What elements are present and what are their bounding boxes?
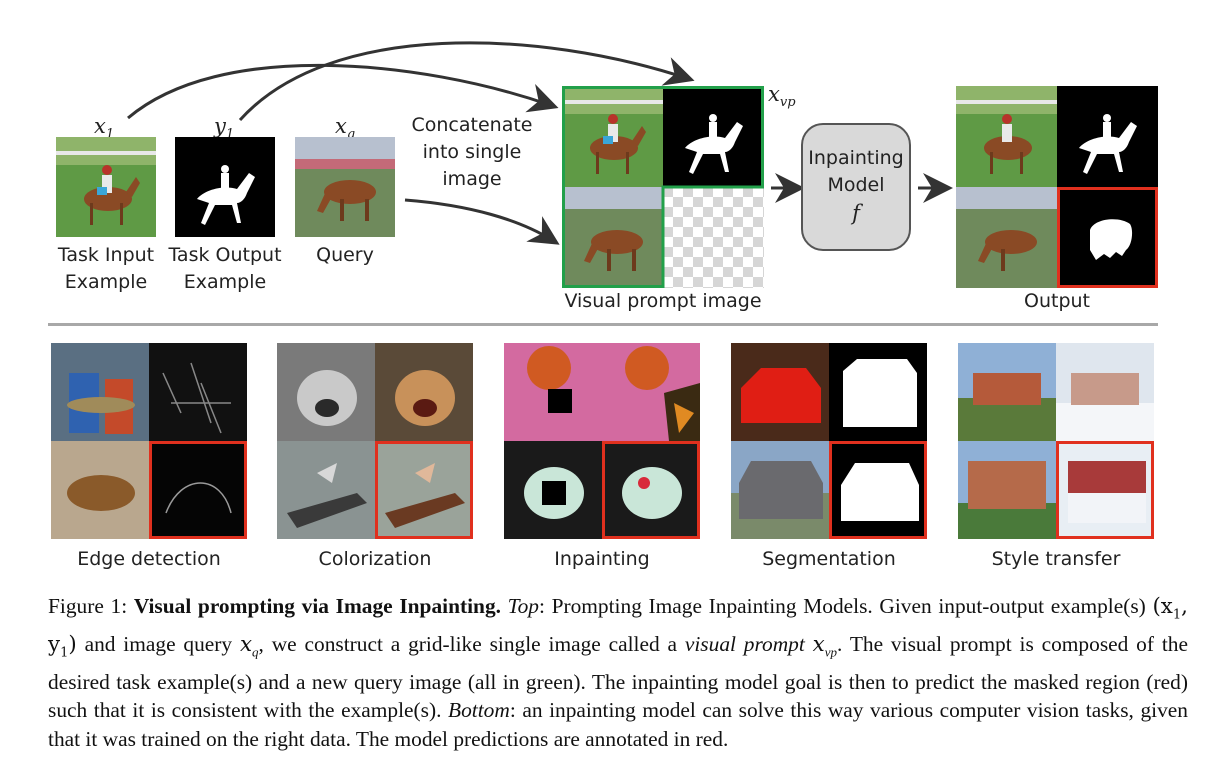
task-input-image xyxy=(56,137,156,237)
output-task-output-tile xyxy=(1057,86,1158,187)
output-query-tile xyxy=(956,187,1057,288)
x1-symbol: x1 xyxy=(94,114,115,143)
vp-task-input-tile xyxy=(562,86,663,187)
visual-prompt-grid xyxy=(562,86,764,288)
xq-symbol: xq xyxy=(335,114,356,143)
query-label: Query xyxy=(316,244,374,266)
y1-symbol: y1 xyxy=(214,114,235,143)
concatenate-label: Concatenate into single image xyxy=(411,114,533,190)
edge-detection-grid xyxy=(51,343,247,539)
query-image xyxy=(295,137,395,237)
task-label-segmentation: Segmentation xyxy=(762,548,896,570)
task-label-colorization: Colorization xyxy=(318,548,432,570)
figure-caption: Figure 1: Visual prompting via Image Inp… xyxy=(48,594,1188,751)
inpainting-grid xyxy=(504,343,700,539)
segmentation-grid xyxy=(731,343,927,539)
xvp-symbol: xvp xyxy=(768,82,796,111)
model-symbol: f xyxy=(852,201,860,225)
flow-arrows xyxy=(127,41,953,245)
vp-masked-tile xyxy=(663,187,764,288)
task-label-edge-detection: Edge detection xyxy=(77,548,221,570)
output-label: Output xyxy=(1024,290,1090,312)
task-output-image xyxy=(175,137,275,237)
output-grid xyxy=(956,86,1158,288)
colorization-grid xyxy=(277,343,473,539)
vp-task-output-tile xyxy=(663,86,764,187)
visual-prompt-label: Visual prompt image xyxy=(564,290,762,312)
task-label-style-transfer: Style transfer xyxy=(991,548,1121,570)
task-label-inpainting: Inpainting xyxy=(554,548,650,570)
section-separator xyxy=(48,323,1158,326)
output-task-input-tile xyxy=(956,86,1057,187)
style-transfer-grid xyxy=(958,343,1154,539)
vp-query-tile xyxy=(562,187,663,288)
output-prediction-tile xyxy=(1057,187,1158,288)
